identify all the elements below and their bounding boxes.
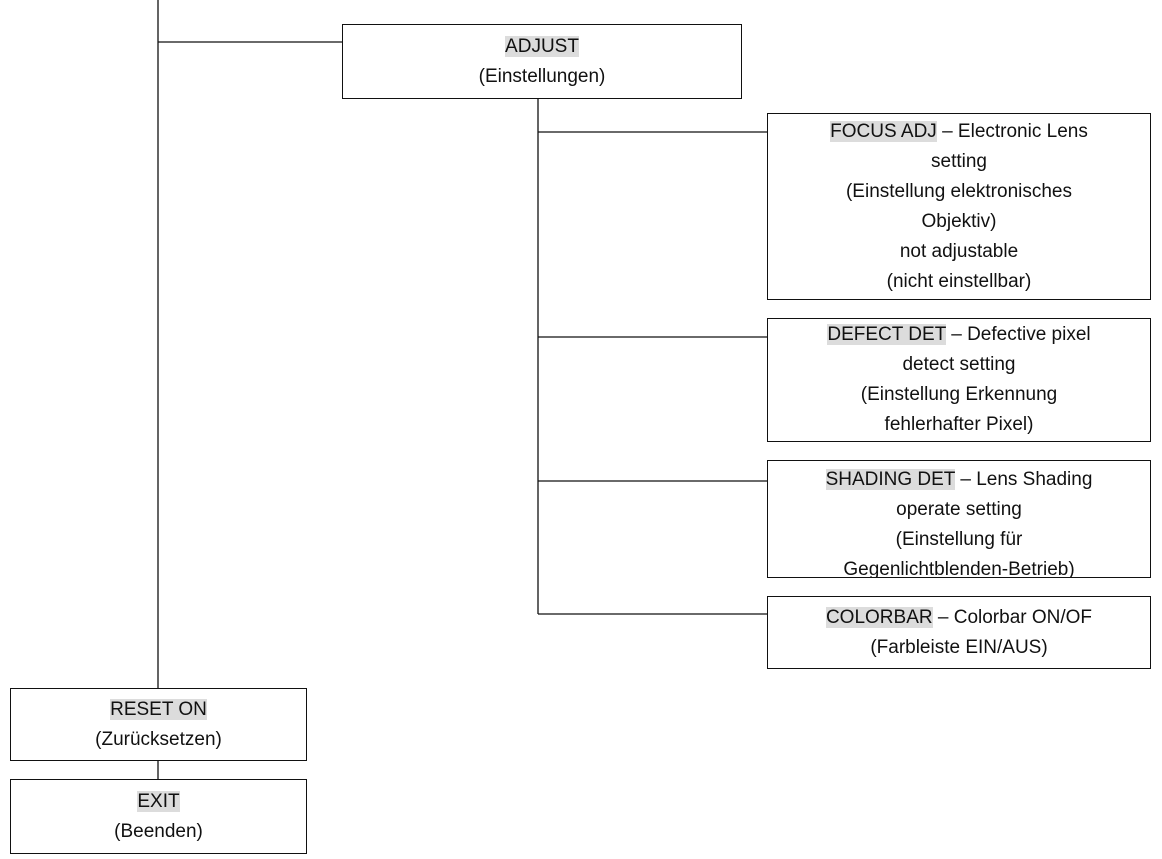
- defect-description: – Defective pixel: [945, 324, 1091, 345]
- focus-line-6: (nicht einstellbar): [886, 270, 1032, 292]
- focus-line-4: Objektiv): [921, 210, 997, 232]
- defect-line-4: fehlerhafter Pixel): [884, 414, 1034, 435]
- reset-translation: (Zurücksetzen): [95, 728, 222, 750]
- defect-key-label: DEFECT DET: [827, 324, 946, 345]
- colorbar-translation: (Farbleiste EIN/AUS): [870, 636, 1048, 658]
- menu-node-defect-det: DEFECT DET – Defective pixel detect sett…: [767, 318, 1151, 442]
- reset-key-label: RESET ON: [110, 698, 207, 720]
- menu-node-focus-adj: FOCUS ADJ – Electronic Lens setting (Ein…: [767, 113, 1151, 300]
- shading-line-4: Gegenlichtblenden-Betrieb): [843, 559, 1075, 578]
- focus-line-5: not adjustable: [899, 240, 1019, 262]
- menu-node-shading-det: SHADING DET – Lens Shading operate setti…: [767, 460, 1151, 578]
- shading-line-2: operate setting: [896, 499, 1022, 520]
- adjust-translation: (Einstellungen): [478, 65, 606, 87]
- shading-description: – Lens Shading: [955, 469, 1093, 490]
- menu-node-colorbar: COLORBAR – Colorbar ON/OF (Farbleiste EI…: [767, 596, 1151, 669]
- colorbar-description: – Colorbar ON/OF: [932, 606, 1093, 628]
- menu-node-reset-on: RESET ON (Zurücksetzen): [10, 688, 307, 761]
- adjust-key-label: ADJUST: [505, 35, 579, 57]
- exit-translation: (Beenden): [114, 820, 203, 842]
- focus-line-3: (Einstellung elektronisches: [845, 180, 1072, 202]
- exit-key-label: EXIT: [137, 790, 180, 812]
- colorbar-key-label: COLORBAR: [825, 606, 933, 628]
- focus-description: – Electronic Lens: [936, 120, 1088, 142]
- shading-line-3: (Einstellung für: [895, 529, 1023, 550]
- focus-key-label: FOCUS ADJ: [830, 120, 937, 142]
- defect-line-3: (Einstellung Erkennung: [860, 384, 1058, 405]
- defect-line-2: detect setting: [902, 354, 1016, 375]
- focus-line-2: setting: [931, 150, 987, 172]
- shading-key-label: SHADING DET: [825, 469, 956, 490]
- menu-node-exit: EXIT (Beenden): [10, 779, 307, 854]
- menu-node-adjust: ADJUST (Einstellungen): [342, 24, 742, 99]
